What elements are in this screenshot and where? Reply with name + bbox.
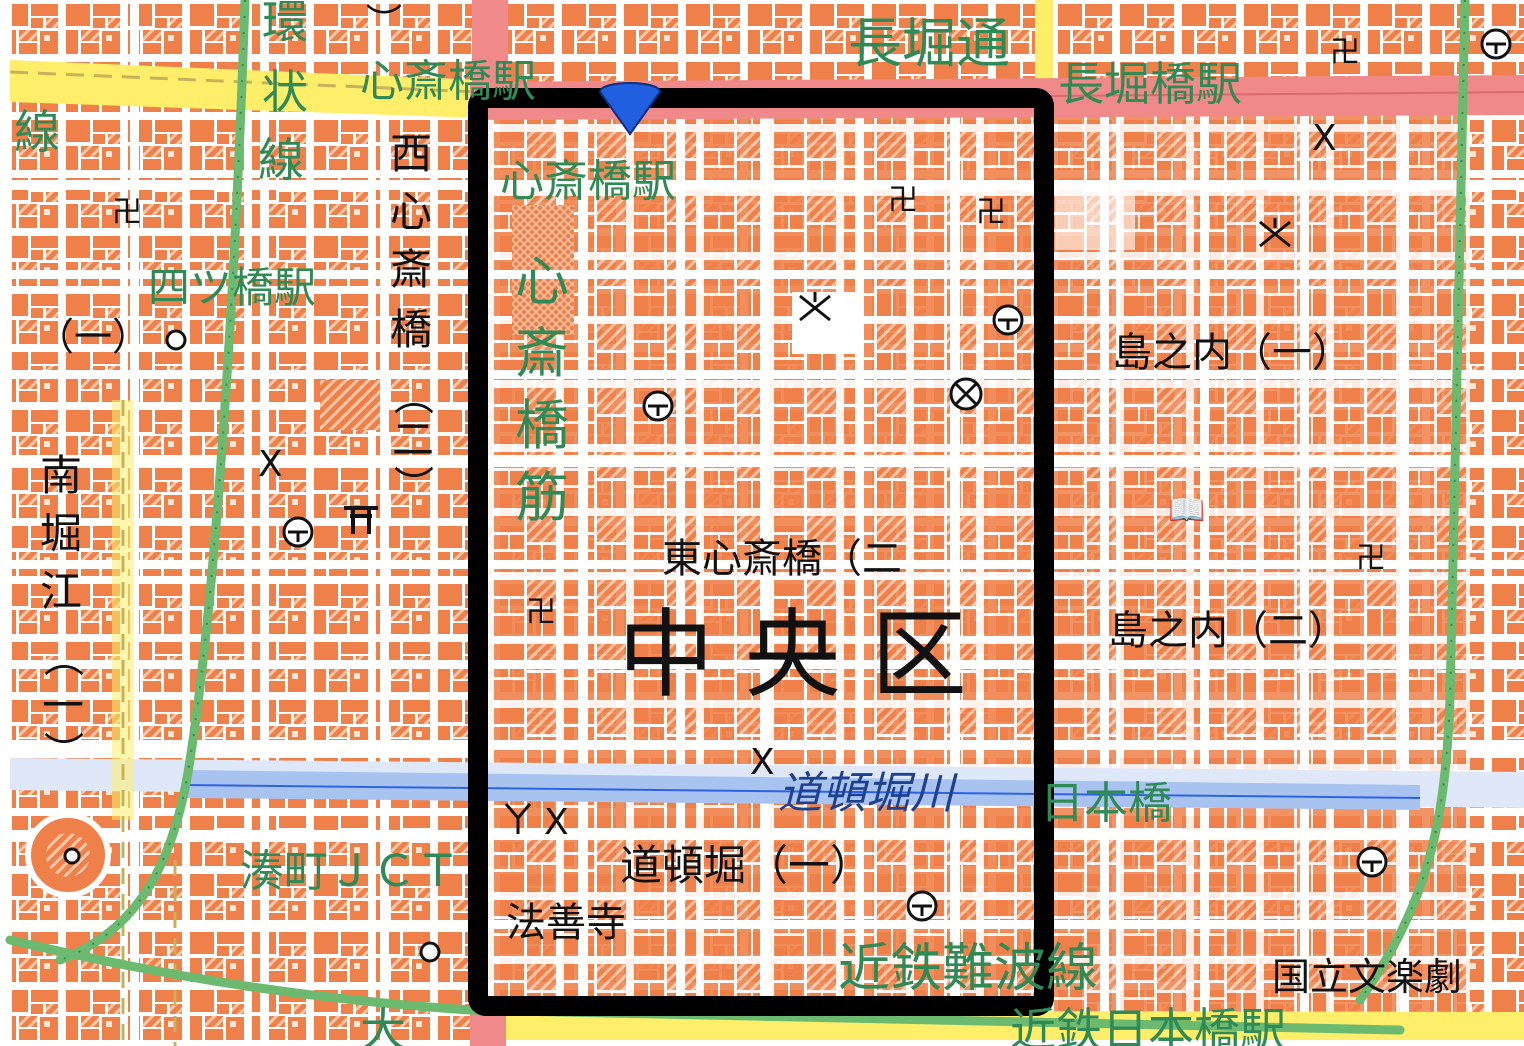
label-paren-one-left: （一） — [36, 315, 150, 359]
label-shimanouchi-2: 島之内（二） — [1108, 608, 1348, 654]
temple-icon: 卍 — [526, 595, 556, 630]
police-box-icon: X — [1312, 118, 1337, 159]
label-nishi-shinsaibashi-3: 斎 — [390, 245, 432, 294]
label-kanjo-2: 状 — [262, 65, 308, 119]
label-minamihorie-3: 江 — [40, 567, 82, 616]
police-box-icon: X — [258, 444, 283, 485]
label-nishi-shinsaibashi-4: 橋 — [390, 305, 432, 354]
temple-icon: 卍 — [1356, 541, 1386, 576]
label-minatomachi-jct: 湊町ＪＣＴ — [240, 846, 460, 897]
label-nishi-num: 二 — [392, 415, 434, 464]
label-dotonborigawa: 道頓堀川 — [778, 768, 958, 819]
label-yotsubashi-eki: 四ツ橋駅 — [148, 263, 316, 312]
label-minamihorie-num: 一 — [42, 681, 84, 730]
label-nishi-shinsaibashi-1: 西 — [390, 129, 432, 178]
selection-frame[interactable] — [468, 88, 1054, 1016]
label-minamihorie-2: 堀 — [40, 509, 82, 558]
police-box-icon: X — [750, 742, 775, 783]
label-kokuritsu-bunraku: 国立文楽劇 — [1272, 955, 1462, 999]
library-icon: 📖 — [1168, 493, 1205, 528]
label-minamihorie-1: 南 — [40, 451, 82, 500]
temple-icon: 卍 — [1330, 35, 1360, 70]
label-paren-top-left: ︶ — [366, 2, 402, 43]
label-nipponbashi: 日本橋 — [1040, 778, 1172, 829]
label-shinsaibashisuji-2: 斎 — [515, 322, 569, 385]
police-box-icon: X — [544, 802, 569, 843]
label-dotonbori: 道頓堀（一） — [620, 841, 872, 890]
label-nishi-shinsaibashi-2: 心 — [390, 187, 432, 236]
label-kanjo-1: 環 — [262, 0, 308, 49]
label-shinsaibashi-eki: 心斎橋駅 — [500, 156, 676, 207]
label-minamihorie-paren-close: ︶ — [44, 730, 84, 776]
label-kintetsu-nipponbashi-eki: 近鉄日本橋駅 — [1010, 1003, 1286, 1046]
label-kintetsu-namba-sen: 近鉄難波線 — [838, 939, 1098, 999]
label-shinsaibashisuji-4: 筋 — [515, 466, 569, 529]
label-dai: 大 — [360, 1003, 406, 1046]
location-marker-icon[interactable] — [598, 82, 662, 136]
label-chuo-ku: 中 央 区 — [618, 599, 967, 711]
label-higashi-shinsaibashi: 東心斎橋（二 — [662, 536, 902, 582]
label-nagahori-dori: 長堀通 — [848, 12, 1010, 75]
temple-icon: 卍 — [888, 183, 918, 218]
label-nagahoribashi-eki: 長堀橋駅 — [1058, 57, 1242, 111]
label-shimanouchi-1: 島之内（一） — [1112, 330, 1352, 376]
temple-icon: 卍 — [976, 195, 1006, 230]
label-shinsaibashisuji-3: 橋 — [515, 394, 569, 457]
label-minamihorie-paren-open: ︵ — [44, 636, 84, 682]
temple-icon: 卍 — [112, 195, 142, 230]
label-nishi-paren-close: ︶ — [394, 464, 434, 510]
label-sen-left: 線 — [14, 105, 60, 159]
label-nishi-paren-open: ︵ — [394, 374, 434, 420]
label-kanjo-3: 線 — [258, 133, 304, 187]
label-hozenji: 法善寺 — [506, 900, 626, 946]
label-shinsaibashi-eki-top: 心斎橋駅 — [360, 56, 536, 107]
label-shinsaibashisuji-1: 心 — [515, 250, 569, 313]
